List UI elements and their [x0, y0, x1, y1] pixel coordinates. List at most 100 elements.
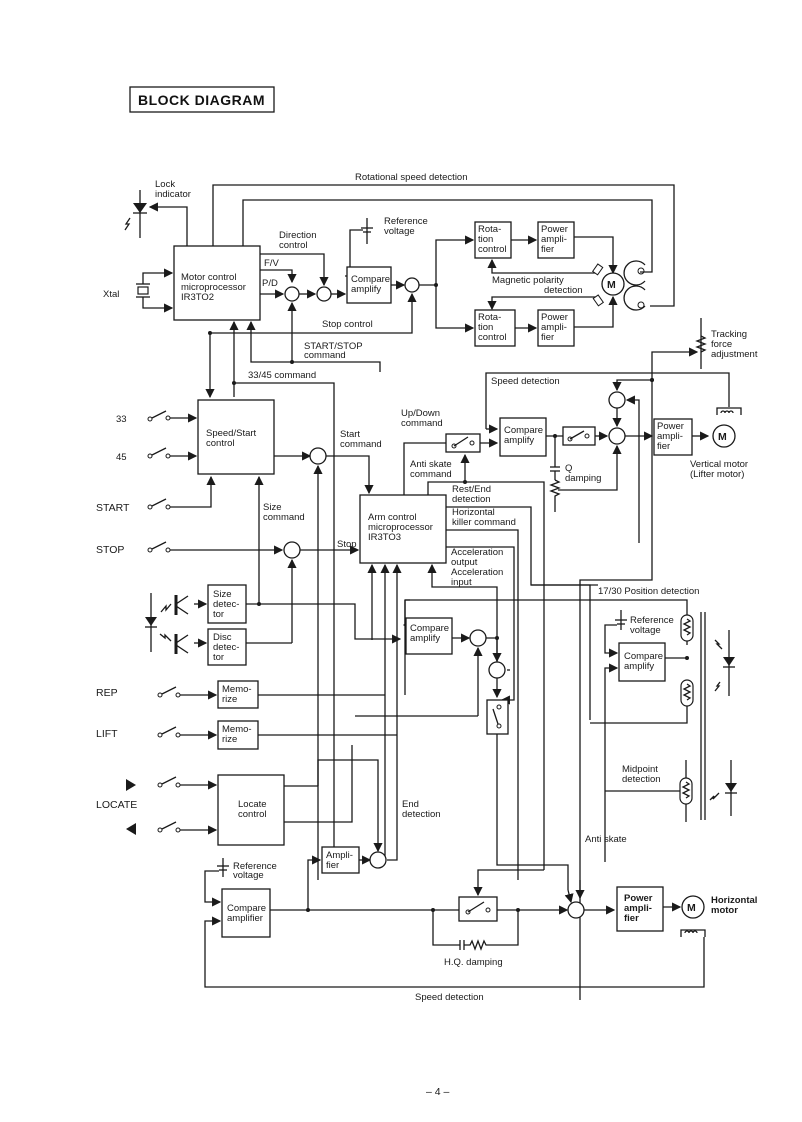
wire-speed-detection-vertical [485, 372, 730, 429]
photoresistor-bottom-icon [680, 679, 694, 707]
turntable-motor-icon: M [601, 272, 625, 296]
svg-text:Speed/Start: Speed/Start [206, 428, 257, 439]
svg-text:Rota-: Rota- [478, 224, 501, 235]
rotation-control-2-block: Rota- tion control [474, 309, 516, 347]
svg-text:fier: fier [541, 332, 554, 343]
svg-text:detec-: detec- [213, 599, 239, 610]
size-detector-block: Size detec- tor [207, 584, 247, 624]
svg-text:Power: Power [541, 224, 568, 235]
svg-text:Power: Power [541, 312, 568, 323]
disc-detector-block: Disc detec- tor [207, 628, 247, 666]
label-direction-control-1: Direction [279, 230, 317, 241]
locate-forward-icon[interactable] [126, 779, 136, 791]
reference-voltage-battery-icon [361, 218, 373, 244]
compare-amplify-vertical-block: Compare amplify [499, 417, 547, 457]
svg-text:Motor control: Motor control [181, 272, 236, 283]
hall-sensor-icon [592, 294, 605, 307]
summing-junction [608, 391, 626, 409]
svg-text:amplify: amplify [351, 284, 381, 295]
svg-text:ampli-: ampli- [657, 431, 683, 442]
label-start-command-1: Start [340, 429, 360, 440]
wire [604, 663, 619, 862]
label-vertical-motor-1: Vertical motor [690, 459, 748, 470]
label-stop: Stop [337, 539, 357, 550]
phototransistor-size-icon [160, 595, 189, 615]
svg-text:Compare: Compare [504, 425, 543, 436]
input-33: 33 [116, 414, 127, 425]
switch-rep-button[interactable] [157, 686, 181, 698]
switch-locate-forward-button[interactable] [157, 776, 181, 788]
switch-vertical-icon [562, 426, 596, 446]
photo-led-icon [145, 593, 157, 652]
wire [487, 296, 596, 311]
label-tracking-force-2: force [711, 339, 732, 350]
wire-direction-control [260, 253, 329, 287]
phototransistor-disc-icon [159, 633, 189, 654]
svg-text:control: control [238, 809, 267, 820]
switch-stop-button[interactable] [147, 541, 171, 553]
q-damping-network-icon [549, 436, 561, 512]
switch-start-button[interactable] [147, 498, 171, 510]
label-vertical-motor-2: (Lifter motor) [690, 469, 744, 480]
summing-junction [284, 286, 300, 302]
svg-text:control: control [206, 438, 235, 449]
junction-dot [495, 636, 499, 640]
compare-amplify-position-block: Compare amplify [618, 642, 666, 682]
svg-text:detec-: detec- [213, 642, 239, 653]
wire [317, 759, 383, 853]
wire [590, 706, 688, 724]
wire [558, 444, 622, 491]
tracking-force-potentiometer-icon [695, 318, 707, 369]
svg-text:tion: tion [478, 234, 493, 245]
wire-33-45-command [234, 382, 335, 870]
input-lift: LIFT [96, 728, 118, 740]
power-amplifier-vertical-block: Power ampli- fier [653, 418, 693, 456]
label-33-45-command: 33/45 command [248, 370, 316, 381]
svg-text:ampli-: ampli- [541, 234, 567, 245]
label-speed-detection-bottom: Speed detection [415, 992, 484, 1003]
switch-lift-button[interactable] [157, 726, 181, 738]
label-acceleration-output-1: Acceleration [451, 547, 503, 558]
label-anti-skate: Anti skate [585, 834, 627, 845]
horizontal-motor-coil-icon [680, 929, 706, 937]
switch-locate-backward-button[interactable] [157, 821, 181, 833]
svg-text:amplifier: amplifier [227, 913, 263, 924]
wire-rot-speed-outer [212, 184, 675, 307]
svg-text:rize: rize [222, 694, 237, 705]
label-pd: P/D [262, 278, 278, 289]
label-reference-voltage-mid-2: voltage [630, 625, 661, 636]
label-fv: F/V [264, 258, 279, 269]
locate-backward-icon[interactable] [126, 823, 136, 835]
summing-junction [469, 629, 487, 647]
wire-speed-detection-horizontal [204, 916, 705, 988]
wire [326, 455, 374, 495]
wire-stop-control [210, 292, 417, 334]
label-reference-voltage-bottom-1: Reference [233, 861, 277, 872]
switch-33-button[interactable] [147, 410, 171, 422]
svg-text:Memo-: Memo- [222, 724, 252, 735]
wire [170, 475, 216, 508]
horizontal-motor-icon: M [681, 895, 705, 919]
title-box: BLOCK DIAGRAM [129, 86, 275, 113]
wire [486, 637, 502, 663]
label-reference-voltage-bottom-2: voltage [233, 870, 264, 881]
wire-rot-speed-inner [242, 199, 653, 273]
label-acceleration-input-1: Acceleration [451, 567, 503, 578]
memorize-lift-block: Memo- rize [217, 720, 259, 750]
wire [574, 236, 618, 275]
svg-text:Power: Power [657, 421, 684, 432]
switch-horizontal-icon [458, 896, 498, 922]
label-direction-control-2: control [279, 240, 308, 251]
label-anti-skate-command-1: Anti skate [410, 459, 452, 470]
svg-text:tor: tor [213, 609, 224, 620]
svg-text:Power: Power [624, 893, 653, 904]
svg-text:control: control [478, 244, 507, 255]
svg-text:IR3TO2: IR3TO2 [181, 292, 214, 303]
svg-text:Locate: Locate [238, 799, 267, 810]
label-position-17-30: 17/30 Position detection [598, 586, 699, 597]
page-number: – 4 – [426, 1086, 450, 1098]
summing-junction [488, 661, 506, 679]
photoresistor-midpoint-icon [679, 760, 693, 822]
input-start: START [96, 502, 130, 514]
switch-45-button[interactable] [147, 447, 171, 459]
